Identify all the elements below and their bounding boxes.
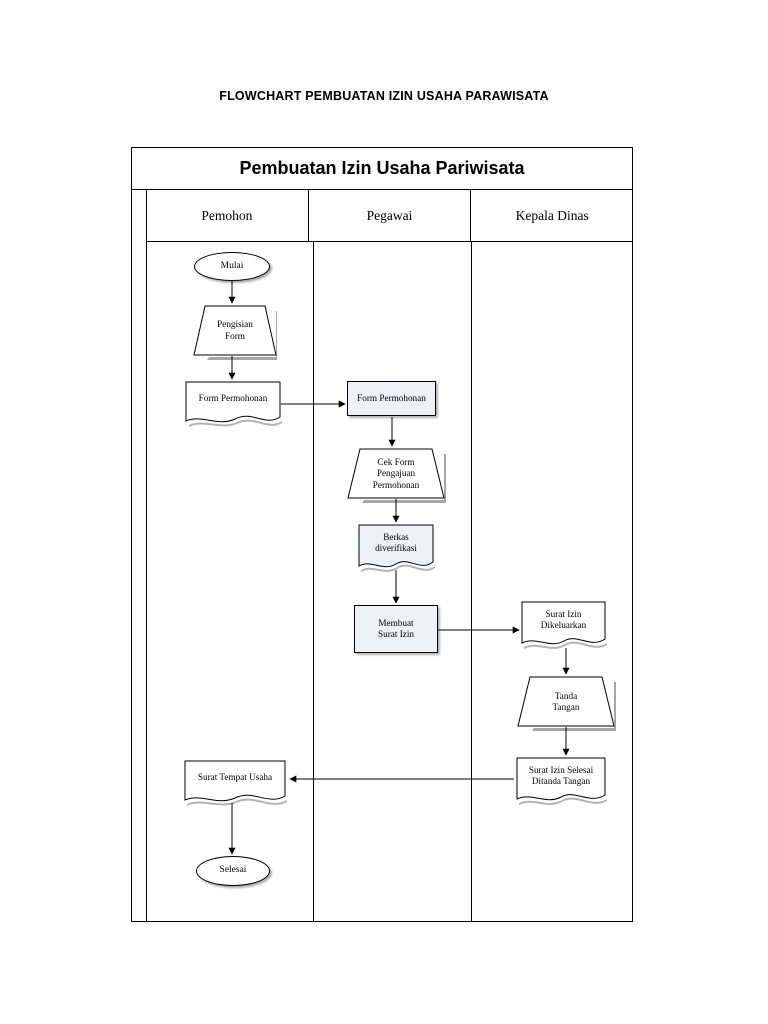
node-tanda-tangan-shape[interactable] [516, 676, 618, 732]
frame-inner-rule [146, 190, 147, 922]
lane-separator-2 [471, 242, 472, 922]
node-form-permohonan-2[interactable]: Form Permohonan [347, 381, 436, 416]
lane-header-kepala-dinas: Kepala Dinas [470, 190, 633, 241]
node-membuat-surat-izin[interactable]: Membuat Surat Izin [354, 605, 438, 653]
page-title: FLOWCHART PEMBUATAN IZIN USAHA PARAWISAT… [219, 89, 549, 103]
node-surat-izin-dikeluarkan-shape[interactable] [521, 601, 611, 653]
node-mulai[interactable]: Mulai [194, 252, 270, 281]
node-form-permohonan-1-shape[interactable] [185, 381, 287, 429]
node-selesai[interactable]: Selesai [196, 856, 270, 886]
lane-header-pegawai: Pegawai [307, 190, 471, 241]
diagram-header-title: Pembuatan Izin Usaha Pariwisata [131, 147, 633, 190]
node-surat-tempat-usaha-shape[interactable] [184, 760, 292, 812]
node-berkas-diverifikasi-shape[interactable] [358, 524, 440, 576]
node-pengisian-form-shape[interactable] [193, 305, 277, 361]
lane-header-row: Pemohon Pegawai Kepala Dinas [146, 190, 633, 242]
node-surat-izin-selesai-shape[interactable] [516, 757, 611, 809]
lane-header-pemohon: Pemohon [201, 207, 253, 223]
flowchart-frame [131, 147, 633, 922]
lane-separator-1 [313, 242, 314, 922]
node-cek-form-shape[interactable] [346, 448, 448, 504]
